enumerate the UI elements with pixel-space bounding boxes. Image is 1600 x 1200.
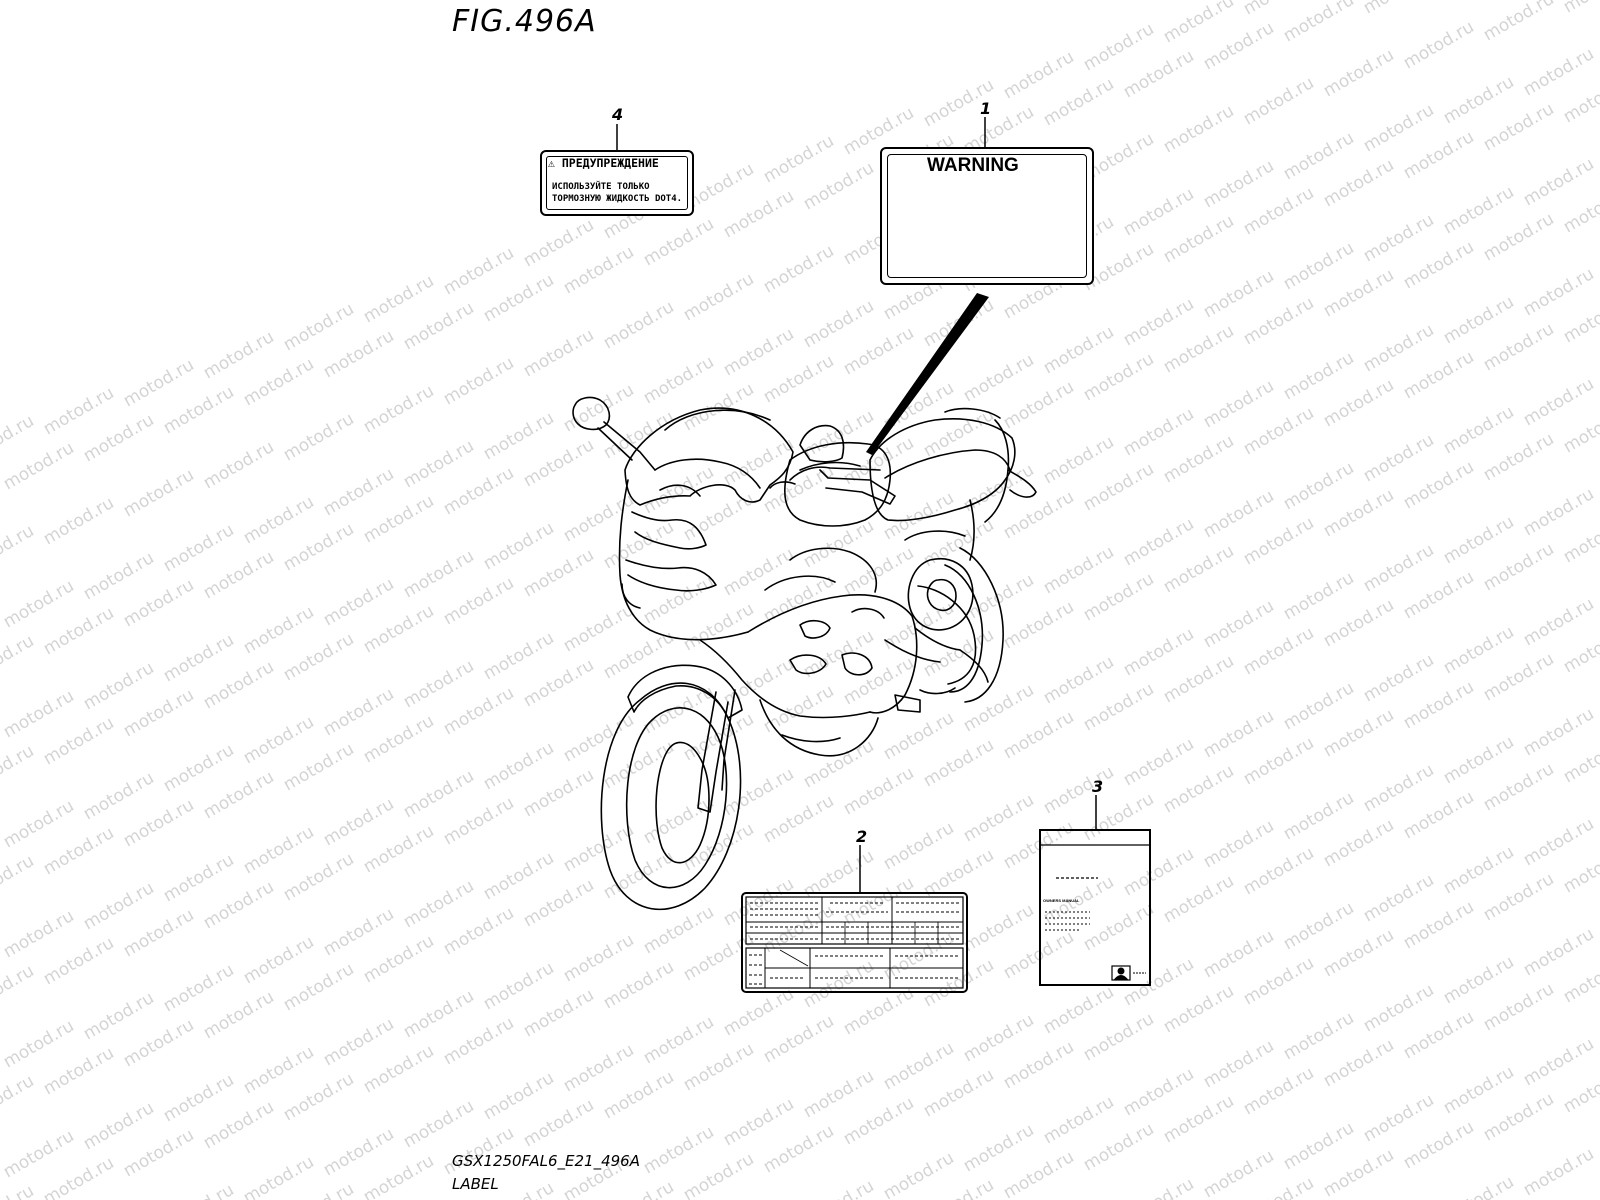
brake-fluid-label-line-1: ИСПОЛЬЗУЙТЕ ТОЛЬКО xyxy=(552,182,650,192)
callout-4: 4 xyxy=(612,105,624,124)
brake-fluid-label-title-text: ПРЕДУПРЕЖДЕНИЕ xyxy=(561,156,659,170)
brake-fluid-label-line-2: ТОРМОЗНУЮ ЖИДКОСТЬ DOT4. xyxy=(552,194,683,204)
motorcycle-illustration xyxy=(572,396,1037,911)
brake-fluid-label: ⚠ ПРЕДУПРЕЖДЕНИЕ ИСПОЛЬЗУЙТЕ ТОЛЬКО ТОРМ… xyxy=(540,150,694,216)
brake-fluid-label-title: ⚠ ПРЕДУПРЕЖДЕНИЕ xyxy=(548,156,659,170)
info-label xyxy=(741,892,968,993)
owners-manual-book xyxy=(1039,829,1151,986)
owners-manual-title: OWNERS MANUAL xyxy=(1043,898,1080,903)
warning-label-title: WARNING xyxy=(927,155,1019,176)
figure-title: FIG.496A xyxy=(452,4,597,39)
model-code: GSX1250FAL6_E21_496A xyxy=(452,1152,640,1170)
section-label: LABEL xyxy=(452,1175,499,1193)
brake-fluid-label-frame xyxy=(546,156,688,210)
callout-2: 2 xyxy=(856,827,868,846)
warning-triangle-icon: ⚠ xyxy=(548,156,555,170)
warning-label-frame xyxy=(887,154,1087,278)
callout-3: 3 xyxy=(1092,777,1104,796)
warning-label: WARNING xyxy=(880,147,1094,285)
callout-1: 1 xyxy=(980,99,992,118)
warning-pointer xyxy=(866,293,989,455)
